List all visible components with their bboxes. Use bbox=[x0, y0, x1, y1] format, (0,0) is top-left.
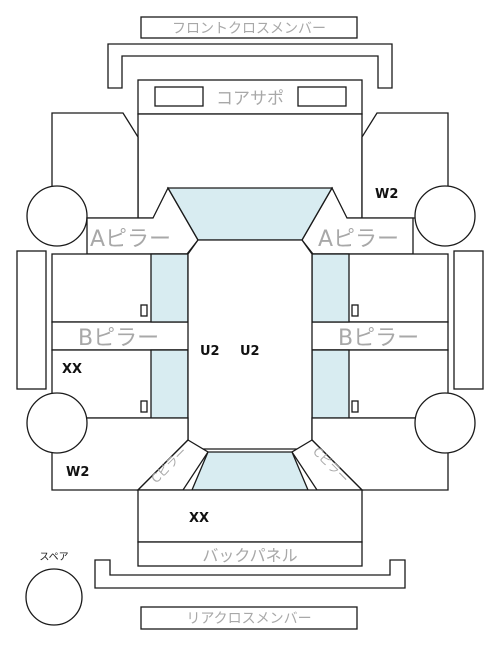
back-panel-label: バックパネル bbox=[202, 546, 297, 565]
core-support-label: コアサポ bbox=[216, 89, 284, 109]
front-window-left[interactable] bbox=[150, 253, 189, 323]
rear-cross-member[interactable]: リアクロスメンバー bbox=[140, 606, 358, 630]
spare-label: スペア bbox=[39, 552, 68, 563]
back-panel[interactable]: バックパネル bbox=[137, 541, 363, 567]
side-rocker-left[interactable] bbox=[16, 250, 47, 390]
front-wheel-right[interactable] bbox=[414, 185, 476, 247]
front-cross-member-label: フロントクロスメンバー bbox=[172, 21, 326, 37]
damage-mark-rear-left-quarter: W2 bbox=[66, 465, 89, 480]
front-door-right-handle bbox=[351, 304, 359, 317]
rear-wheel-right[interactable] bbox=[414, 392, 476, 454]
front-cross-member[interactable]: フロントクロスメンバー bbox=[140, 16, 358, 39]
rear-door-left-handle bbox=[140, 400, 148, 413]
rear-wheel-left[interactable] bbox=[26, 392, 88, 454]
side-rocker-right[interactable] bbox=[453, 250, 484, 390]
rear-window-left[interactable] bbox=[150, 349, 189, 419]
rear-door-right-handle bbox=[351, 400, 359, 413]
b-pillar-right-label: Bピラー bbox=[338, 326, 419, 351]
b-pillar-left-label: Bピラー bbox=[78, 326, 159, 351]
spare-tire[interactable]: スペア bbox=[25, 552, 83, 626]
rear-window-right[interactable] bbox=[311, 349, 350, 419]
damage-mark-trunk: XX bbox=[189, 511, 209, 526]
headlight-left bbox=[154, 86, 204, 107]
front-door-left-handle bbox=[140, 304, 148, 317]
headlight-right bbox=[297, 86, 347, 107]
damage-mark-roof-left: U2 bbox=[200, 344, 220, 359]
front-wheel-left[interactable] bbox=[26, 185, 88, 247]
front-bumper-bracket[interactable] bbox=[107, 43, 393, 89]
spare-tire-icon bbox=[25, 568, 83, 626]
rear-bumper-bracket[interactable] bbox=[94, 559, 406, 589]
b-pillar-right[interactable]: Bピラー bbox=[309, 321, 449, 351]
damage-mark-front-right-fender: W2 bbox=[375, 187, 398, 202]
trunk[interactable] bbox=[137, 489, 363, 543]
damage-mark-roof-right: U2 bbox=[240, 344, 260, 359]
rear-window[interactable] bbox=[191, 451, 309, 491]
core-support[interactable]: コアサポ bbox=[137, 79, 363, 115]
rear-cross-member-label: リアクロスメンバー bbox=[186, 611, 311, 627]
damage-mark-rear-left-door: XX bbox=[62, 362, 82, 377]
front-window-right[interactable] bbox=[311, 253, 350, 323]
b-pillar-left[interactable]: Bピラー bbox=[51, 321, 191, 351]
a-pillar-left-label: Aピラー bbox=[90, 227, 171, 252]
a-pillar-right-label: Aピラー bbox=[318, 227, 399, 252]
